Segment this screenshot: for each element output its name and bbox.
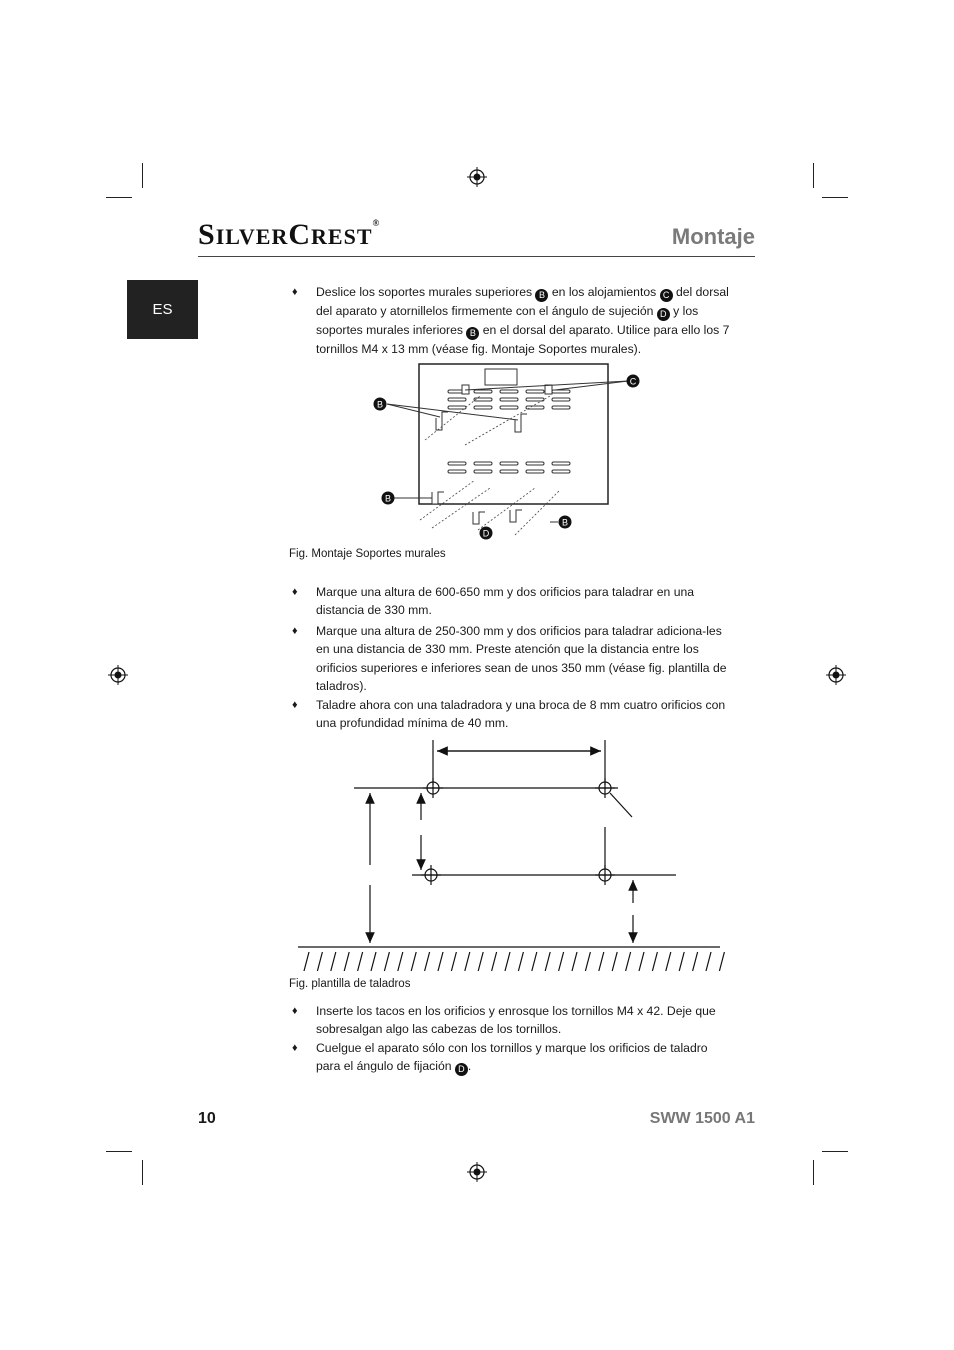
floor-hatch-line <box>625 951 632 972</box>
crop-mark <box>142 1160 143 1185</box>
crop-mark <box>822 197 848 198</box>
marker-c: C <box>659 289 673 302</box>
floor-hatch-line <box>477 951 484 972</box>
floor-hatch-line <box>303 951 310 972</box>
registration-mark-icon <box>826 665 846 685</box>
floor-hatch-line <box>665 951 672 972</box>
floor-hatch-line <box>558 951 565 972</box>
floor-hatch-line <box>330 951 337 972</box>
bullet-diamond-icon: ♦ <box>292 1042 298 1054</box>
floor-hatch-line <box>531 951 538 972</box>
floor-hatch-line <box>517 951 524 972</box>
floor-hatch-line <box>584 951 591 972</box>
marker-b: B <box>466 327 480 340</box>
marker-d: D <box>454 1063 468 1077</box>
language-tab: ES <box>127 280 198 339</box>
floor-hatch-line <box>450 951 457 972</box>
floor-hatch-line <box>383 951 390 972</box>
crop-mark <box>813 163 814 188</box>
floor-hatch-line <box>611 951 618 972</box>
floor-hatch-line <box>491 951 498 972</box>
registration-mark-icon <box>467 1162 487 1182</box>
page-number: 10 <box>198 1110 216 1127</box>
floor-hatch-line <box>357 951 364 972</box>
floor-hatch-line <box>544 951 551 972</box>
figure-label-c: C <box>630 377 637 387</box>
marker-b: B <box>535 289 549 302</box>
floor-hatch-line <box>343 951 350 972</box>
brand-logo: SILVERCREST® <box>198 218 381 251</box>
floor-hatch-line <box>692 951 699 972</box>
floor-hatch-line <box>678 951 685 972</box>
header-divider <box>198 256 755 257</box>
floor-hatch-line <box>424 951 431 972</box>
instruction-bullet: ♦Marque una altura de 250-300 mm y dos o… <box>292 624 727 693</box>
lower-vent-slots <box>447 461 571 474</box>
instruction-bullet: ♦Marque una altura de 600-650 mm y dos o… <box>292 585 695 618</box>
floor-hatch-line <box>397 951 404 972</box>
screw-guides <box>419 395 561 536</box>
instruction-bullet: ♦ Deslice los soportes murales superiore… <box>292 285 730 356</box>
instruction-bullet: ♦Taladre ahora con una taladradora y una… <box>292 698 726 731</box>
bullet-diamond-icon: ♦ <box>292 1005 298 1017</box>
figure-label-b: B <box>377 400 383 410</box>
floor-hatch-line <box>638 951 645 972</box>
figure-label-d: D <box>483 529 490 539</box>
floor-hatch-line <box>571 951 578 972</box>
floor-hatch-line <box>464 951 471 972</box>
crop-mark <box>106 197 132 198</box>
bullet-diamond-icon: ♦ <box>292 699 298 711</box>
model-number: SWW 1500 A1 <box>649 1110 755 1127</box>
crop-mark <box>813 1160 814 1185</box>
floor-hatch-line <box>598 951 605 972</box>
instruction-bullet: ♦Inserte los tacos en los orificios y en… <box>292 1004 716 1037</box>
drilling-template-figure <box>298 740 725 972</box>
instruction-bullet: ♦Cuelgue el aparato sólo con los tornill… <box>292 1041 708 1077</box>
figure-label-b: B <box>562 518 568 528</box>
registration-mark-icon <box>467 167 487 187</box>
figure-caption: Fig. Montaje Soportes murales <box>289 548 446 560</box>
bullet-diamond-icon: ♦ <box>292 286 298 298</box>
bullet-diamond-icon: ♦ <box>292 586 298 598</box>
floor-hatch-line <box>718 951 725 972</box>
figure-caption: Fig. plantilla de taladros <box>289 978 411 990</box>
floor-hatch-line <box>316 951 323 972</box>
floor-hatch-line <box>504 951 511 972</box>
crop-mark <box>142 163 143 188</box>
figure-label-b: B <box>385 494 391 504</box>
bullet-diamond-icon: ♦ <box>292 625 298 637</box>
floor-hatch-line <box>437 951 444 972</box>
registration-mark-icon <box>108 665 128 685</box>
floor-hatch-line <box>410 951 417 972</box>
bracket-assembly-figure: C B B B D <box>373 363 640 540</box>
crop-mark <box>822 1151 848 1152</box>
floor-hatch-line <box>651 951 658 972</box>
floor-hatch-line <box>370 951 377 972</box>
page-title: Montaje <box>671 224 755 249</box>
crop-mark <box>106 1151 132 1152</box>
marker-d: D <box>656 308 670 321</box>
floor-hatch-line <box>705 951 712 972</box>
